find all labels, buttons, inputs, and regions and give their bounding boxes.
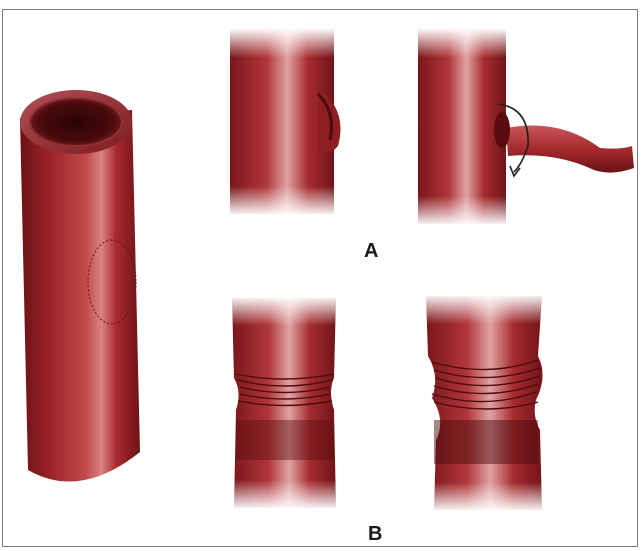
panel-label-a: A	[364, 240, 378, 263]
intact-vessel	[20, 90, 140, 482]
vessel-b-pleated	[230, 296, 340, 510]
panel-label-b: B	[368, 523, 382, 546]
vessel-b-kinked	[424, 294, 546, 512]
vessel-a-bulge	[228, 28, 341, 216]
vessel-a-branch	[416, 28, 634, 226]
